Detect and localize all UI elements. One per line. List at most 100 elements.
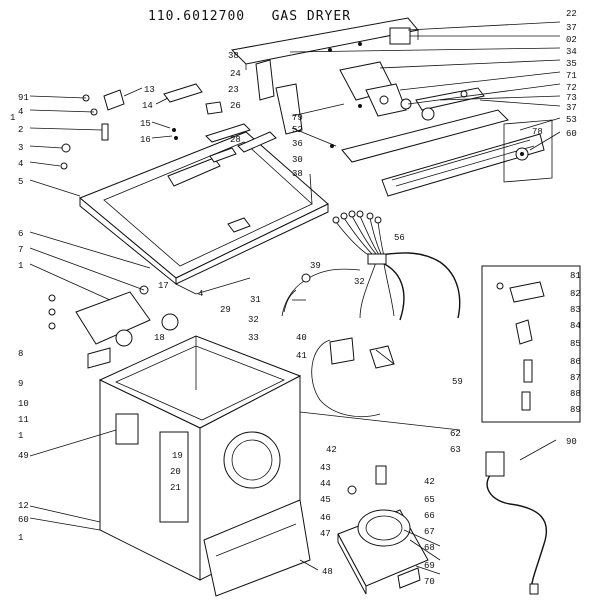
- callout-72: 72: [566, 83, 577, 93]
- callout-43: 43: [320, 463, 331, 473]
- callout-89: 89: [570, 405, 581, 415]
- callout-38b: 38: [292, 169, 303, 179]
- burner-assembly: [337, 465, 429, 595]
- callout-1c: 1: [18, 431, 23, 441]
- callout-78: 78: [532, 127, 543, 137]
- callout-81: 81: [570, 271, 581, 281]
- callout-35: 35: [566, 59, 577, 69]
- callout-46: 46: [320, 513, 331, 523]
- callout-33: 33: [248, 333, 259, 343]
- callout-11: 11: [18, 415, 29, 425]
- callout-4a: 4: [18, 107, 23, 117]
- callout-labels: 22 37 02 34 35 71 72 73 37 53 60 78 91 4…: [10, 9, 581, 587]
- callout-30: 30: [292, 155, 303, 165]
- callout-62: 62: [450, 429, 461, 439]
- callout-53: 53: [566, 115, 577, 125]
- callout-49: 49: [18, 451, 29, 461]
- callout-71: 71: [566, 71, 577, 81]
- callout-87: 87: [570, 373, 581, 383]
- callout-6: 6: [18, 229, 23, 239]
- callout-14: 14: [142, 101, 153, 111]
- callout-2a: 2: [18, 125, 23, 135]
- callout-63: 63: [450, 445, 461, 455]
- callout-31: 31: [250, 295, 261, 305]
- cabinet: [98, 335, 302, 581]
- timer-knob-box: [503, 119, 553, 183]
- callout-1b: 1: [18, 261, 23, 271]
- callout-40: 40: [296, 333, 307, 343]
- callout-21: 21: [170, 483, 181, 493]
- callout-1d: 1: [18, 533, 23, 543]
- callout-10: 10: [18, 399, 29, 409]
- callout-36: 36: [292, 139, 303, 149]
- appliance-name: GAS DRYER: [271, 9, 352, 24]
- top-panel: [79, 123, 329, 295]
- callout-34: 34: [566, 47, 577, 57]
- console-rear-rail: [275, 83, 485, 135]
- callout-12: 12: [18, 501, 29, 511]
- callout-20: 20: [170, 467, 181, 477]
- callout-70: 70: [424, 577, 435, 587]
- callout-86: 86: [570, 357, 581, 367]
- callout-68: 68: [424, 543, 435, 553]
- callout-60: 60: [566, 129, 577, 139]
- callout-1a: 1: [10, 113, 15, 123]
- callout-45: 45: [320, 495, 331, 505]
- callout-90: 90: [566, 437, 577, 447]
- callout-42b: 42: [424, 477, 435, 487]
- inset-terminal-box: [481, 265, 581, 423]
- callout-4c: 4: [198, 289, 203, 299]
- leader-lines: [29, 21, 561, 575]
- callout-22: 22: [566, 9, 577, 19]
- callout-42a: 42: [326, 445, 337, 455]
- wiring-harness: [281, 210, 461, 321]
- callout-85: 85: [570, 339, 581, 349]
- console-bracket: [339, 61, 412, 117]
- callout-65: 65: [424, 495, 435, 505]
- callout-48: 48: [322, 567, 333, 577]
- callout-79: 79: [292, 113, 303, 123]
- callout-15: 15: [140, 119, 151, 129]
- callout-32: 32: [248, 315, 259, 325]
- callout-73: 73: [566, 93, 577, 103]
- callout-32b: 32: [354, 277, 365, 287]
- callout-84: 84: [570, 321, 581, 331]
- callout-37: 37: [566, 23, 577, 33]
- callout-24: 24: [230, 69, 241, 79]
- model-number: 110.6012700: [148, 9, 246, 24]
- callout-60b: 60: [18, 515, 29, 525]
- callout-28: 28: [230, 135, 241, 145]
- console-front-panel: [341, 109, 545, 197]
- callout-17: 17: [158, 281, 169, 291]
- callout-7: 7: [18, 245, 23, 255]
- callout-5: 5: [18, 177, 23, 187]
- callout-23: 23: [228, 85, 239, 95]
- callout-67: 67: [424, 527, 435, 537]
- callout-44: 44: [320, 479, 331, 489]
- callout-4b: 4: [18, 159, 23, 169]
- callout-41: 41: [296, 351, 307, 361]
- diagram-title: 110.6012700 GAS DRYER: [148, 9, 351, 24]
- callout-56: 56: [394, 233, 405, 243]
- callout-02: 02: [566, 35, 577, 45]
- callout-16: 16: [140, 135, 151, 145]
- callout-29: 29: [220, 305, 231, 315]
- gas-valve-wires: [311, 337, 395, 417]
- callout-8: 8: [18, 349, 23, 359]
- console-top-panel: [230, 17, 419, 70]
- cabinet-toe-panel: [203, 499, 311, 597]
- callout-37b: 37: [566, 103, 577, 113]
- callout-82: 82: [570, 289, 581, 299]
- gas-supply-line: [485, 451, 548, 595]
- callout-91: 91: [18, 93, 29, 103]
- callout-3a: 3: [18, 143, 23, 153]
- hinge-pieces: [255, 59, 362, 148]
- callout-18: 18: [154, 333, 165, 343]
- callout-39: 39: [310, 261, 321, 271]
- callout-52: 52: [292, 125, 303, 135]
- callout-26: 26: [230, 101, 241, 111]
- callout-19: 19: [172, 451, 183, 461]
- rear-cabinet-hardware: [48, 285, 179, 369]
- callout-9: 9: [18, 379, 23, 389]
